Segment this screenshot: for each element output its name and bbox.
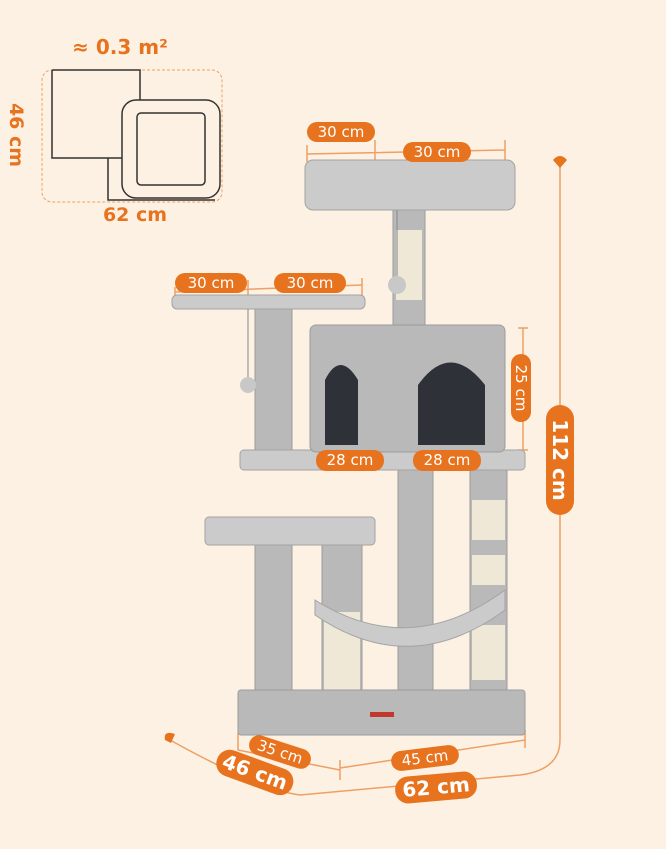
cat-tree-illustration — [171, 159, 526, 736]
dim-condo-right: 28 cm — [413, 450, 481, 471]
lower-platform — [204, 516, 376, 546]
depth-marker-icon — [164, 732, 175, 743]
footprint-outline — [41, 69, 223, 203]
dim-base-width: 45 cm — [391, 745, 459, 771]
footprint-depth: 46 cm — [5, 103, 27, 167]
footprint-base-line — [107, 158, 215, 201]
top-perch — [304, 159, 516, 211]
svg-text:30 cm: 30 cm — [287, 274, 334, 292]
dim-condo-left: 28 cm — [316, 450, 384, 471]
footprint-inset: ≈ 0.3 m² 46 cm 62 cm — [5, 35, 223, 226]
toy-ball — [240, 377, 256, 393]
height-marker-icon — [553, 156, 567, 168]
dim-overall-width: 62 cm — [395, 771, 477, 804]
svg-text:112 cm: 112 cm — [548, 419, 572, 500]
post — [397, 469, 434, 691]
condo-entrance — [325, 365, 358, 445]
svg-text:28 cm: 28 cm — [424, 451, 471, 469]
dim-side-perch-left: 30 cm — [175, 273, 247, 293]
svg-text:62 cm: 62 cm — [401, 772, 470, 802]
condo-entrance — [418, 362, 485, 445]
post — [254, 307, 293, 459]
dim-side-perch-right: 30 cm — [274, 273, 346, 293]
footprint-area: ≈ 0.3 m² — [72, 35, 168, 59]
footprint-condo-outline — [51, 69, 141, 159]
post — [254, 544, 293, 706]
svg-text:28 cm: 28 cm — [327, 451, 374, 469]
dim-total-height: 112 cm — [546, 405, 574, 515]
hammock — [314, 589, 506, 647]
dim-condo-height: 25 cm — [511, 354, 531, 422]
footprint-perch-outline — [121, 99, 221, 199]
footprint-perch-inner — [136, 112, 206, 186]
dim-top-perch-right: 30 cm — [403, 142, 471, 162]
svg-text:30 cm: 30 cm — [318, 123, 365, 141]
toy-ball — [388, 276, 406, 294]
dim-top-perch-left: 30 cm — [307, 122, 375, 142]
svg-text:45 cm: 45 cm — [401, 746, 450, 770]
side-perch — [171, 294, 366, 310]
svg-text:25 cm: 25 cm — [512, 365, 530, 412]
svg-text:30 cm: 30 cm — [188, 274, 235, 292]
svg-text:30 cm: 30 cm — [414, 143, 461, 161]
footprint-width: 62 cm — [103, 204, 167, 226]
